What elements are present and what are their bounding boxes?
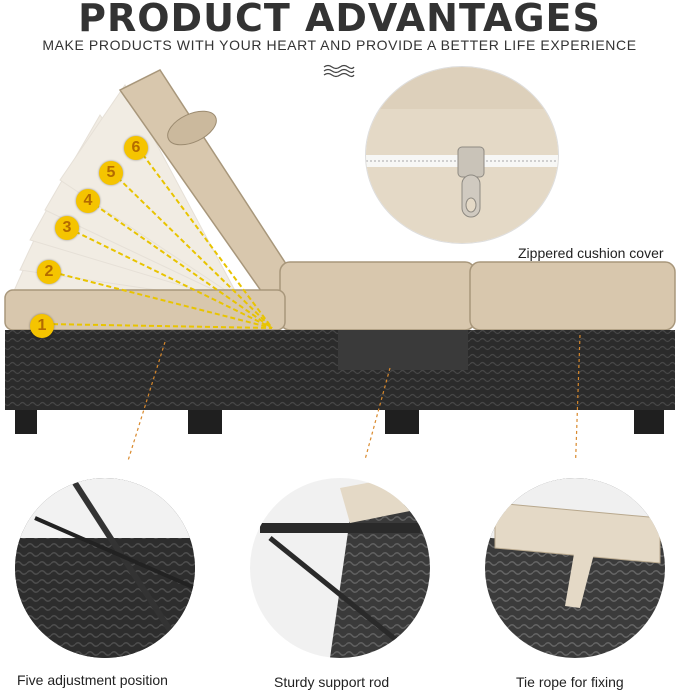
position-badge-6: 6 xyxy=(124,136,148,160)
page-subtitle: MAKE PRODUCTS WITH YOUR HEART AND PROVID… xyxy=(42,37,637,53)
zipper-detail-image xyxy=(365,66,559,244)
position-badge-2: 2 xyxy=(37,260,61,284)
chaise-lounge-image xyxy=(4,69,676,460)
position-badge-1: 1 xyxy=(30,314,54,338)
wave-divider-icon xyxy=(323,64,355,78)
caption-zipper: Zippered cushion cover xyxy=(518,245,664,261)
position-badge-5: 5 xyxy=(99,161,123,185)
adjustment-detail-image xyxy=(15,478,195,658)
support-rod-image xyxy=(250,478,430,658)
position-badge-4: 4 xyxy=(76,189,100,213)
caption-support-rod: Sturdy support rod xyxy=(274,674,390,690)
page-title: PRODUCT ADVANTAGES xyxy=(78,0,601,40)
caption-tie-rope: Tie rope for fixing xyxy=(516,674,624,690)
tie-rope-image xyxy=(485,478,665,658)
position-badge-3: 3 xyxy=(55,216,79,240)
caption-adjustment: Five adjustment position xyxy=(17,672,168,688)
